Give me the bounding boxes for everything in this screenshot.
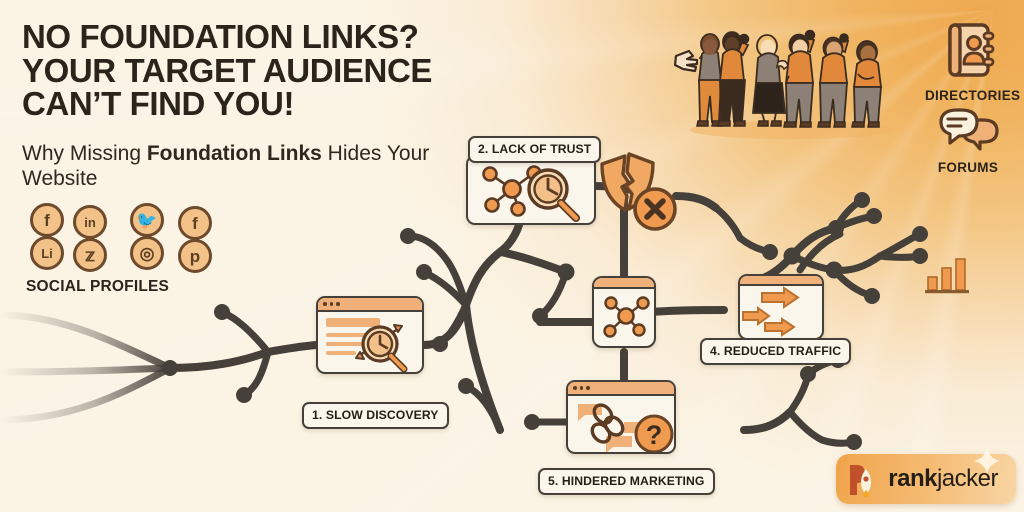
card-titlebar — [318, 298, 422, 312]
browser-magnifier-clock-icon — [326, 318, 408, 372]
node-label-reduced-traffic[interactable]: 4. REDUCED TRAFFIC — [700, 338, 852, 365]
broken-chain-question-icon: ? — [578, 403, 674, 452]
broken-shield-x-icon — [600, 152, 677, 231]
directories-label: DIRECTORIES — [925, 88, 1021, 103]
network-hub-icon — [603, 296, 650, 338]
twitter-bird-icon[interactable]: 🐦 — [130, 203, 164, 237]
headline-line-1: NO FOUNDATION LINKS? — [22, 18, 419, 55]
linkedin-icon[interactable]: in — [73, 205, 107, 239]
card4-titlebar — [740, 276, 822, 286]
listing-icon[interactable]: Li — [30, 236, 64, 270]
subtitle-part-2: Hides Your Website — [22, 142, 430, 190]
subtitle-part-1: Why Missing — [22, 142, 147, 165]
brand-bold: rank — [888, 465, 937, 492]
subtitle-bold: Foundation Links — [146, 142, 322, 165]
node-label-hindered-marketing[interactable]: 5. HINDERED MARKETING — [538, 468, 715, 495]
three-arrows-icon — [742, 286, 800, 337]
directories-panel[interactable]: DIRECTORIES — [925, 20, 1021, 103]
address-book-icon — [948, 23, 995, 77]
crowd-illustration — [673, 29, 894, 139]
page-title: NO FOUNDATION LINKS? YOUR TARGET AUDIENC… — [22, 20, 562, 121]
facebook-alt-icon[interactable]: f — [178, 206, 212, 240]
forums-panel[interactable]: FORUMS — [925, 106, 1011, 175]
node-card-hub[interactable] — [592, 276, 656, 348]
speech-bubbles-icon — [939, 108, 999, 151]
brand-logo[interactable]: rankjacker — [836, 448, 1016, 504]
sparkle-icon — [974, 448, 1000, 474]
social-profiles-cluster: f in 🐦 f Li 𝕫 ◎ p — [30, 203, 212, 303]
card5-titlebar — [568, 382, 674, 396]
hub-titlebar — [594, 278, 654, 289]
social-profiles-label: SOCIAL PROFILES — [26, 278, 170, 295]
network-magnifier-clock-icon — [482, 165, 580, 222]
loop-icon[interactable]: ◎ — [130, 236, 164, 270]
forums-label: FORUMS — [937, 160, 999, 175]
node-card-slow-discovery[interactable] — [316, 296, 424, 374]
x-icon[interactable]: 𝕫 — [73, 238, 107, 272]
headline-line-2: YOUR TARGET AUDIENCE — [22, 51, 433, 89]
node-card-hindered-marketing[interactable]: ? — [566, 380, 676, 454]
node-label-slow-discovery[interactable]: 1. SLOW DISCOVERY — [302, 402, 449, 429]
rocket-icon — [850, 465, 872, 497]
bar-chart-icon — [925, 258, 969, 294]
node-label-lack-of-trust[interactable]: 2. LACK OF TRUST — [468, 136, 602, 163]
subtitle: Why Missing Foundation Links Hides Your … — [22, 141, 442, 191]
facebook-icon[interactable]: f — [30, 203, 64, 237]
node-card-reduced-traffic[interactable] — [738, 274, 824, 340]
brand-name: rankjacker — [888, 465, 998, 493]
pinterest-icon[interactable]: p — [178, 239, 212, 273]
svg-text:?: ? — [646, 420, 663, 450]
node-card-lack-of-trust[interactable] — [466, 155, 596, 225]
headline-line-3: CAN’T FIND YOU! — [22, 85, 295, 122]
